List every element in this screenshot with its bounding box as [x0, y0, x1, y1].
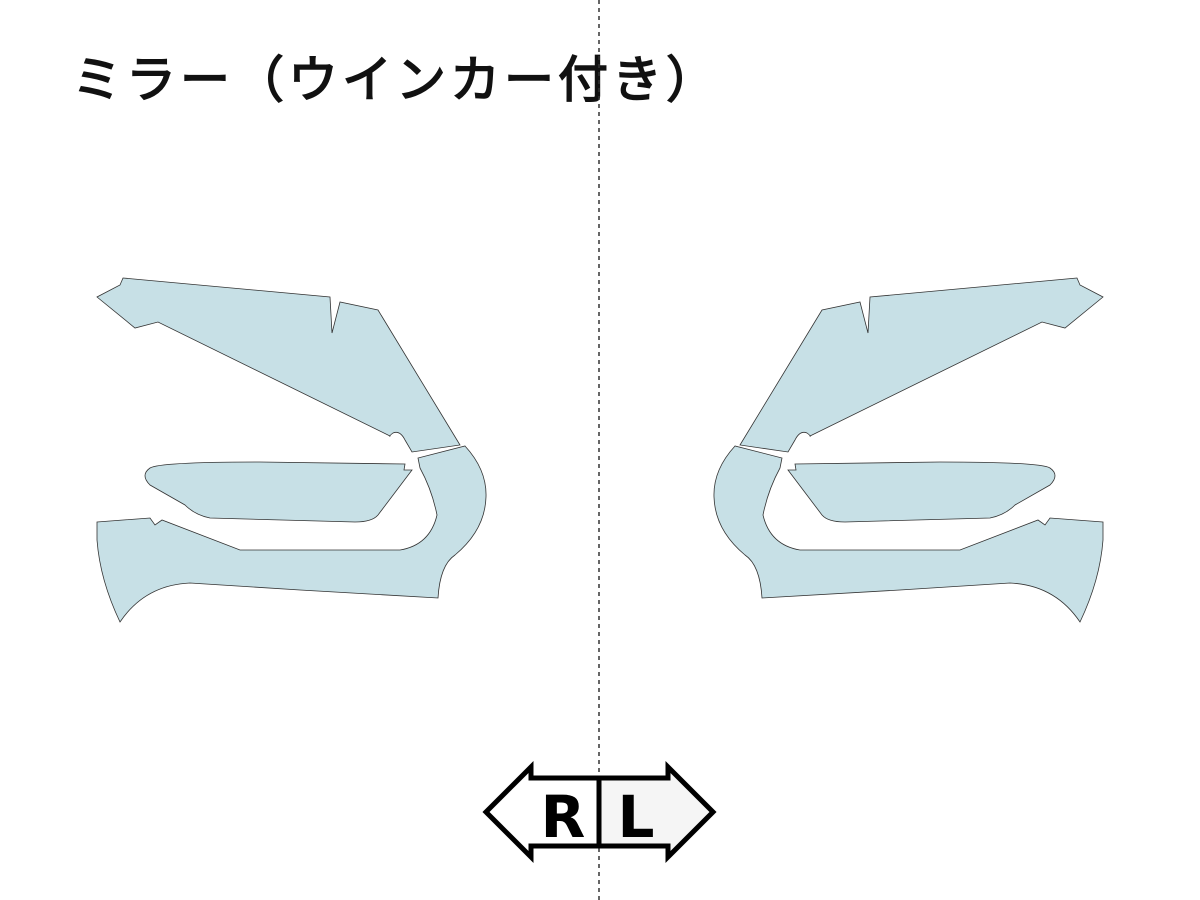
lower-film-piece-right: [96, 445, 487, 623]
upper-film-piece-right: [96, 277, 461, 453]
middle-film-piece-left: [787, 461, 1056, 523]
left-side-pieces: [713, 277, 1104, 623]
upper-film-piece-left: [739, 277, 1104, 453]
direction-arrow: R L: [482, 760, 717, 864]
right-side-pieces: [96, 277, 487, 623]
middle-film-piece-right: [144, 461, 413, 523]
left-label: L: [618, 783, 655, 851]
right-label: R: [541, 783, 586, 851]
lower-film-piece-left: [713, 445, 1104, 623]
page-title: ミラー（ウインカー付き）: [72, 51, 720, 109]
arrow-right-icon: [596, 760, 717, 864]
arrow-left-icon: [482, 760, 602, 864]
